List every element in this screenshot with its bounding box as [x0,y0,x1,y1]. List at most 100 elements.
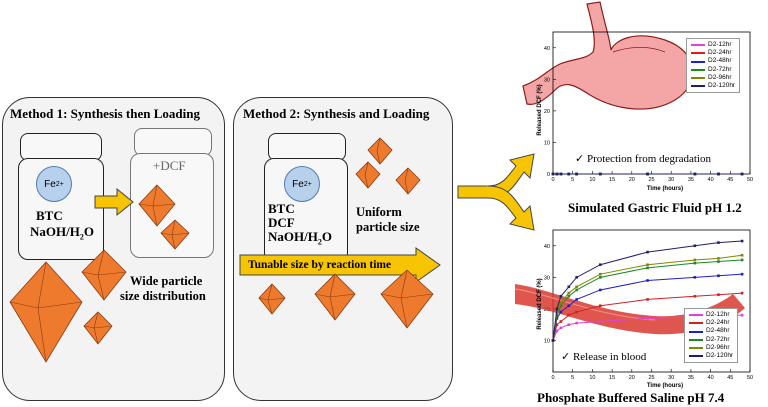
data-point [740,253,744,257]
y-tick-label: 30 [544,275,550,281]
data-point [559,326,563,330]
data-point [598,304,602,308]
legend-label: D2-72hr [708,65,732,73]
series-line-D2-24hr [552,292,743,341]
chart-sgf-title: Simulated Gastric Fluid pH 1.2 [568,200,742,215]
data-point [567,304,571,308]
arrow-right-icon [94,187,134,217]
data-point [646,172,649,176]
legend-label: D2-12hr [708,41,732,48]
x-tick-label: 20 [629,375,635,381]
data-point [575,321,578,325]
data-point [693,172,697,176]
y-tick-label: 30 [544,77,550,83]
method1-title: Method 1: Synthesis then Loading [10,106,200,121]
data-point [717,260,720,263]
x-tick-label: 30 [668,375,674,381]
data-point [567,323,571,326]
caption-line2: size distribution [120,289,206,303]
data-point [555,323,559,326]
naoh-label: NaOH/H2O [30,224,94,246]
octahedron-icon [83,311,113,345]
data-point [693,261,697,265]
caption-line1: Wide particle [130,274,203,288]
chart-sgf-annotation: ✓ Protection from degradation [575,152,711,165]
data-point [646,298,649,301]
data-point [559,301,563,304]
data-point [598,272,602,276]
series-line-D2-72hr [552,259,743,341]
data-point [693,294,697,298]
data-point [559,310,563,314]
y-tick-label: 40 [544,244,550,250]
data-point [559,172,563,176]
legend-item: D2-12hr [689,311,733,319]
x-tick-label: 15 [609,177,615,183]
legend-swatch [691,60,705,63]
tunable-size-arrow [239,247,441,283]
octahedron-icon [160,219,190,250]
data-point [646,279,649,282]
data-point [567,313,571,317]
chart-pbs-xlabel: Time (hours) [647,383,683,389]
data-point [740,258,744,262]
data-point [693,276,697,279]
uniform-line1: Uniform [356,205,402,219]
octahedron-icon [81,249,127,301]
legend-label: D2-120hr [708,82,736,90]
legend-label: D2-48hr [708,57,732,65]
legend-item: D2-96hr [691,74,735,82]
stomach-illustration [522,1,694,110]
data-point [575,298,578,301]
loaded-particles [138,184,190,250]
legend-swatch [689,322,703,325]
data-point [598,288,602,292]
data-point [740,291,744,295]
data-point [740,313,744,317]
data-point [567,172,571,176]
data-point [575,288,578,292]
btc-label: BTC [268,201,295,216]
data-point [717,241,720,244]
legend-label: D2-96hr [706,343,730,351]
data-point [598,263,602,267]
octahedron-icon [138,184,176,227]
x-tick-label: 35 [688,375,694,381]
data-point [555,172,559,176]
legend-swatch [691,52,705,55]
data-point [717,172,720,176]
series-line-D2-120hr [552,240,743,341]
jar-3-cap [268,133,346,161]
octahedron-icon [258,283,286,315]
naoh-text: NaOH/H [30,224,80,239]
legend-item: D2-72hr [689,336,733,344]
btc-label: BTC [36,208,63,223]
fe-label: Fe [44,178,56,190]
data-point [646,263,649,267]
wide-distribution-caption: Wide particle size distribution [120,274,206,304]
x-tick-label: 0 [551,375,554,381]
wide-distribution-particles [9,249,127,363]
data-point [646,250,649,254]
legend-label: D2-12hr [706,311,730,318]
branch-arrow-icon [457,153,535,231]
chart-pbs-annotation: ✓ Release in blood [561,350,647,363]
data-point [567,285,571,289]
data-point [598,320,602,323]
x-tick-label: 5 [571,177,574,183]
legend-label: D2-24hr [706,319,730,327]
chart-pbs-title: Phosphate Buffered Saline pH 7.4 [537,390,725,405]
x-tick-label: 0 [551,177,554,183]
legend-item: D2-120hr [689,352,733,360]
octahedron-icon [9,261,83,363]
data-point [717,293,720,296]
fe-charge: 2+ [55,180,64,188]
legend-swatch [689,346,703,349]
chart-pbs-plot [551,239,744,342]
data-point [575,310,578,314]
y-tick-label: 10 [544,338,550,344]
y-tick-label: 40 [544,46,550,52]
legend-item: D2-96hr [689,344,733,352]
